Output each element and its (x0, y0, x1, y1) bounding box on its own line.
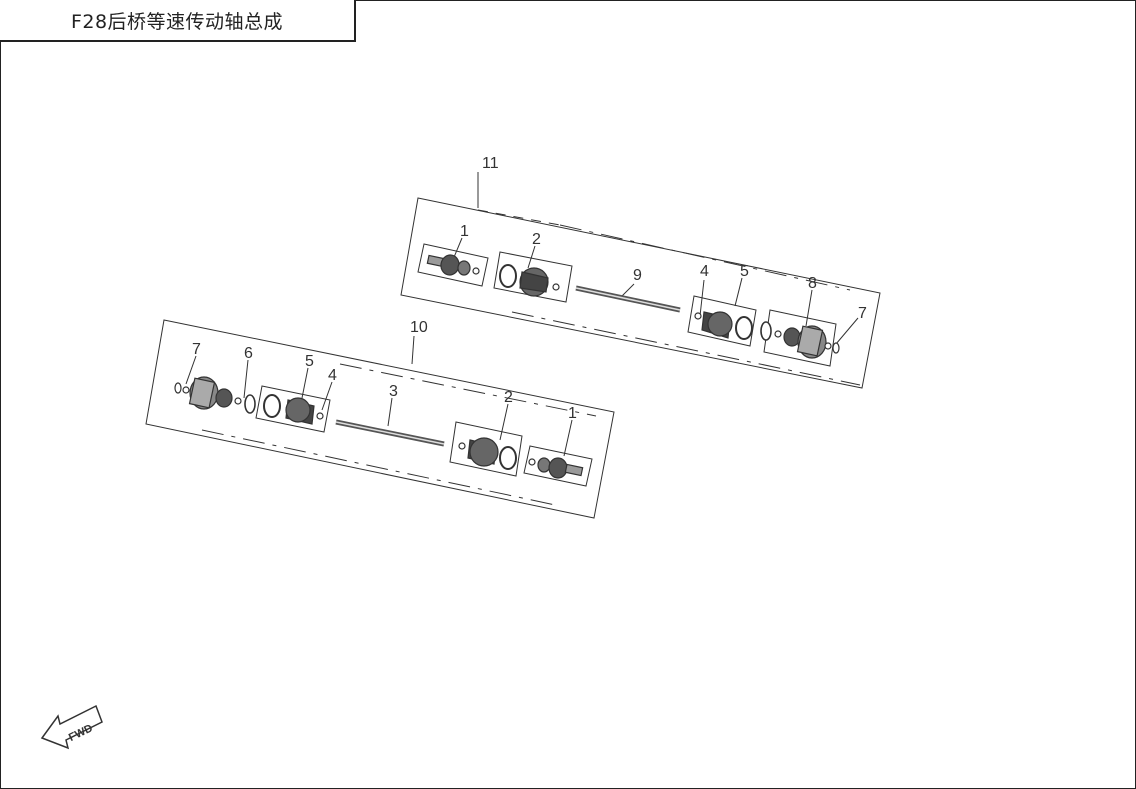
upper-inner-boot-part (694, 311, 753, 340)
leader-l6 (243, 359, 249, 399)
callout-upper-1: 1 (460, 223, 469, 240)
callout-10: 10 (410, 319, 428, 336)
lower-box-part1 (523, 445, 593, 487)
upper-outer-joint-part (426, 254, 480, 276)
leader-l1 (563, 419, 573, 457)
lower-inner-joint-part (174, 376, 256, 414)
upper-inner-joint-part (760, 321, 840, 359)
leader-u4 (699, 279, 705, 317)
leader-l7 (185, 355, 197, 385)
lower-phantom-line-lower (201, 429, 561, 507)
lower-inner-boot-part (263, 394, 324, 425)
lower-phantom-line (339, 363, 597, 417)
upper-assembly (400, 172, 881, 389)
upper-box-part1 (417, 243, 489, 287)
callout-upper-4: 4 (700, 263, 709, 280)
callout-upper-5: 5 (740, 263, 749, 280)
fwd-arrow-icon: FWD (40, 704, 103, 750)
lower-outer-joint-part (528, 457, 584, 479)
upper-shaft-part (575, 285, 681, 313)
callout-lower-2: 2 (504, 389, 513, 406)
callout-lower-7: 7 (192, 341, 201, 358)
callout-lower-3: 3 (389, 383, 398, 400)
lower-assembly-outline (145, 319, 615, 519)
upper-dashed-line (477, 209, 561, 226)
leader-10 (411, 335, 415, 365)
callout-lower-5: 5 (305, 353, 314, 370)
leader-u8 (805, 289, 813, 327)
callout-upper-7: 7 (858, 305, 867, 322)
lower-box-part2 (449, 421, 523, 477)
callout-11: 11 (482, 155, 499, 172)
callout-upper-2: 2 (532, 231, 541, 248)
leader-u7 (835, 317, 859, 345)
leader-u5 (734, 277, 743, 307)
callout-lower-6: 6 (244, 345, 253, 362)
leader-u2 (527, 245, 536, 269)
callout-lower-1: 1 (568, 405, 577, 422)
title-box: F28后桥等速传动轴总成 (0, 0, 356, 42)
leader-l4 (321, 381, 333, 411)
callout-upper-8: 8 (808, 275, 817, 292)
leader-l3 (387, 397, 393, 427)
page-title: F28后桥等速传动轴总成 (70, 10, 284, 33)
upper-boot-part (499, 264, 560, 297)
upper-box-part2 (493, 251, 573, 303)
lower-boot-part (458, 437, 517, 470)
lower-assembly (145, 319, 615, 519)
callout-upper-9: 9 (633, 267, 642, 284)
upper-phantom-line-lower (511, 311, 861, 386)
upper-phantom-line (559, 224, 851, 291)
lower-box-part45 (255, 385, 331, 433)
leader-l5 (301, 367, 309, 399)
callout-lower-4: 4 (328, 367, 337, 384)
upper-assembly-outline (400, 197, 881, 389)
lower-shaft-part (335, 419, 445, 447)
leader-l2 (499, 403, 509, 441)
